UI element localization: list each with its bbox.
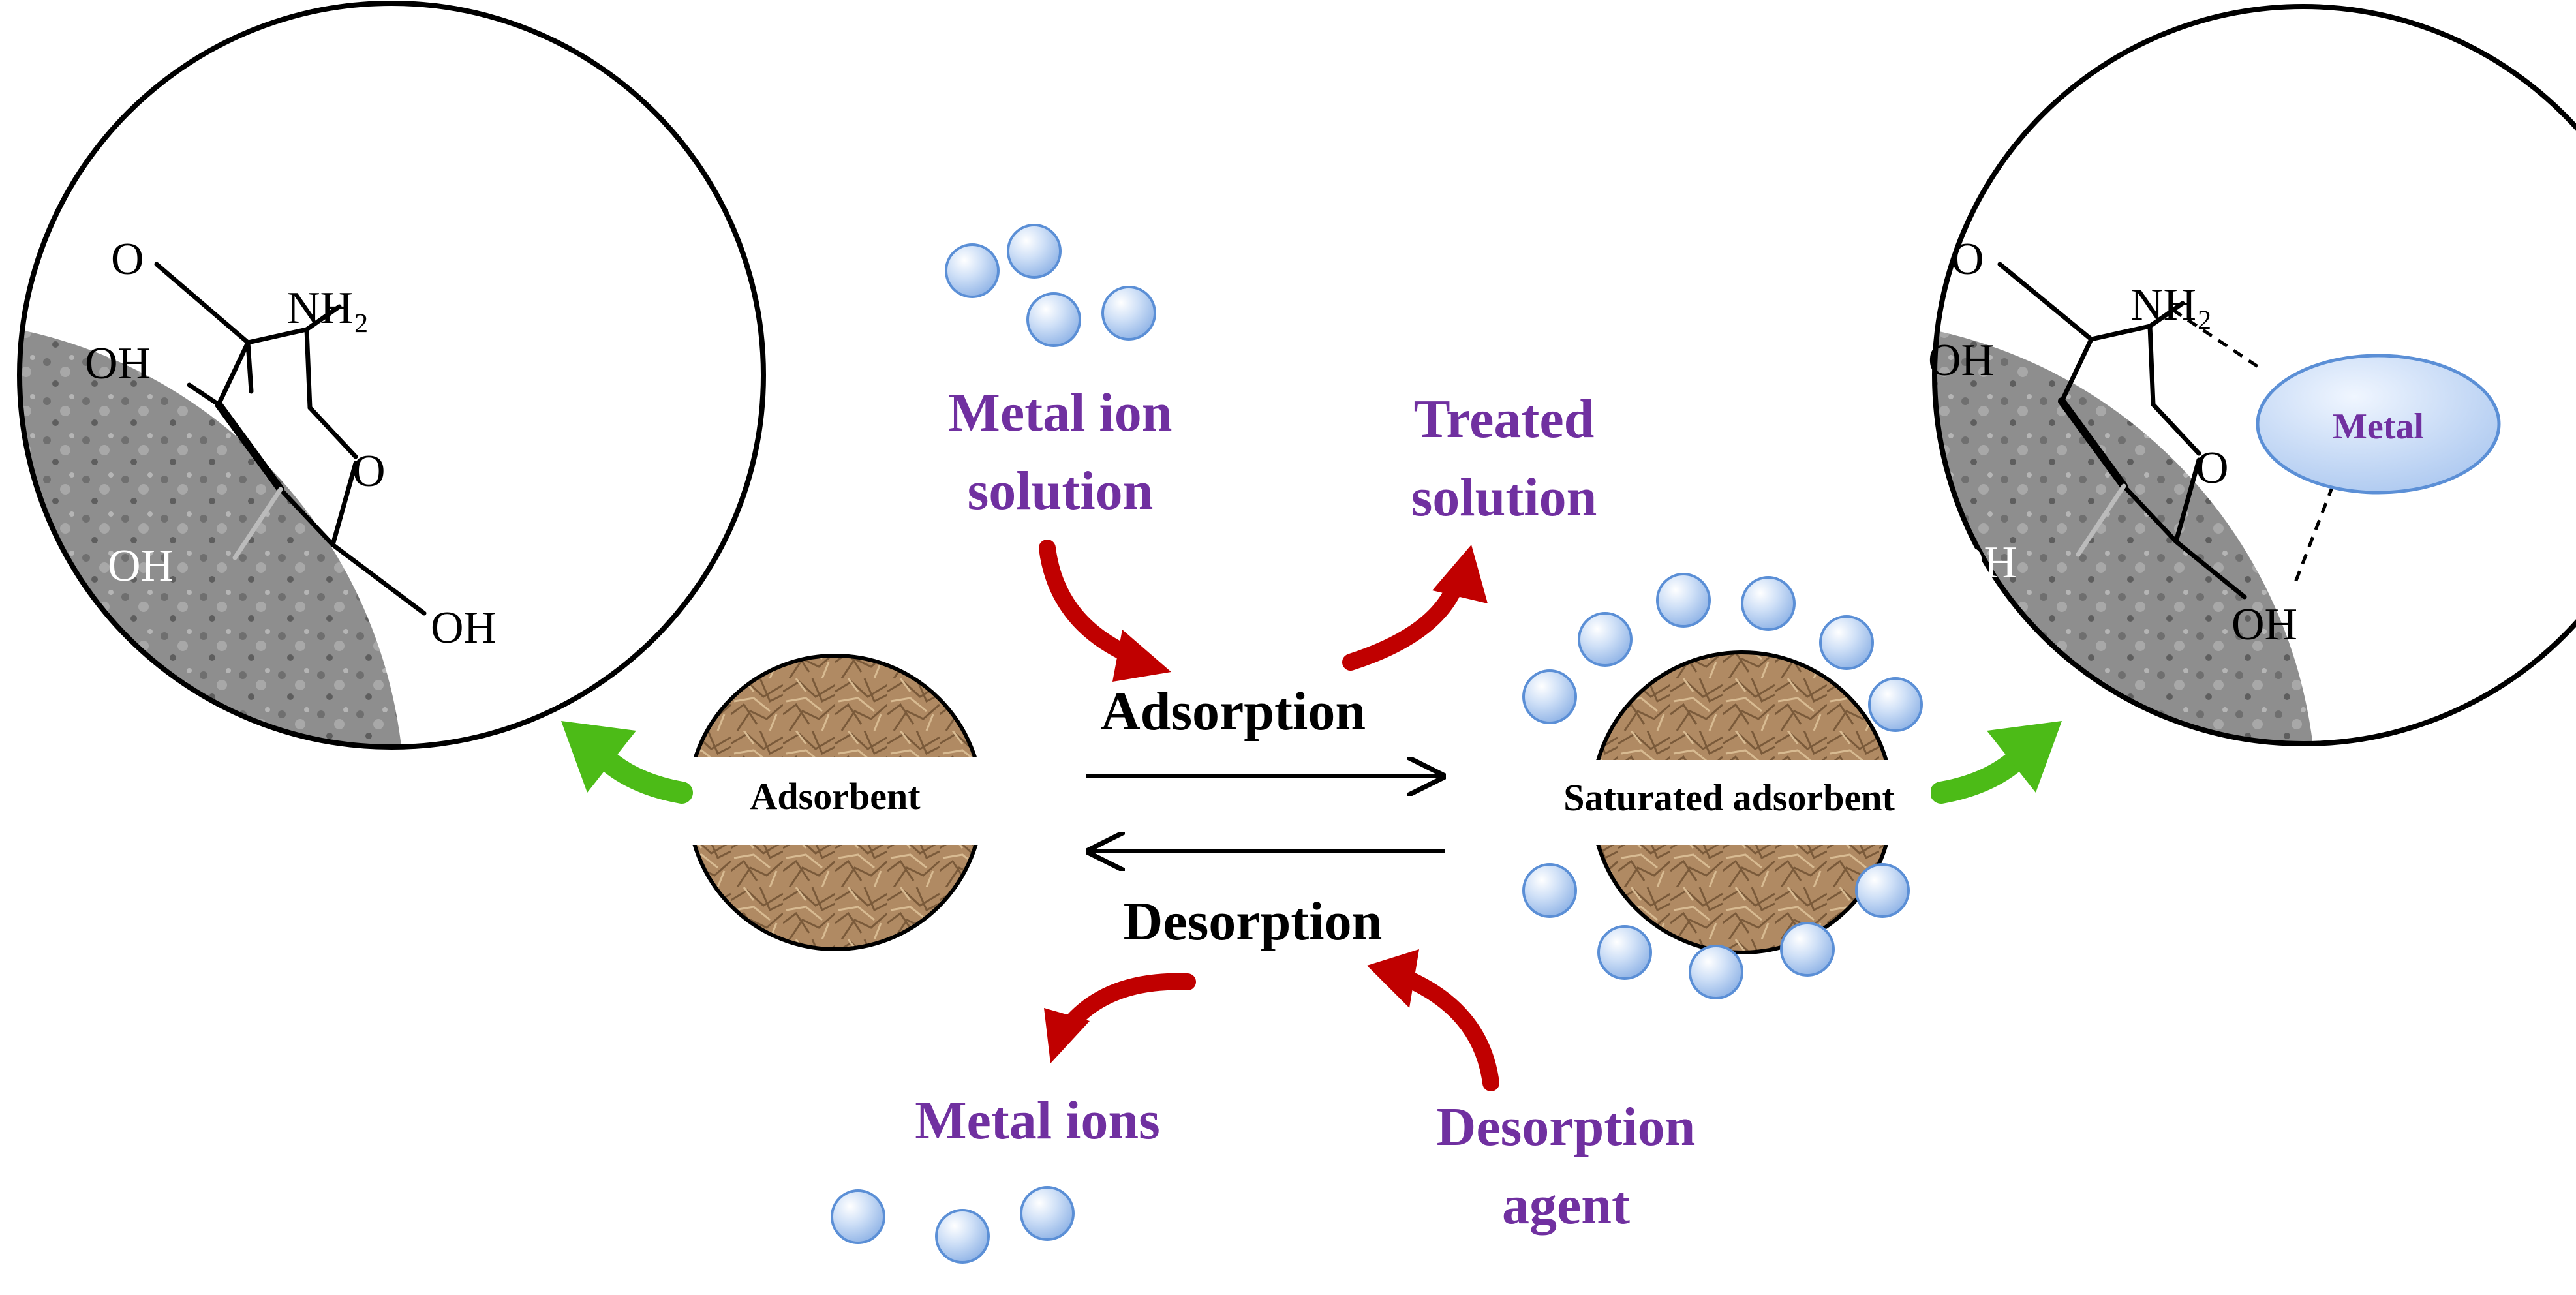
ion [1101,286,1156,341]
desorption-label: Desorption [1124,891,1383,952]
treated-solution-label-2: solution [1411,467,1597,528]
left-nh2-label: NH₂ [287,283,369,333]
ion [1522,863,1577,918]
right-nh2-label: NH₂ [2130,280,2213,330]
released-metal-ions [831,1186,1075,1264]
ion [1578,612,1633,667]
desorption-agent-label-2: agent [1502,1175,1630,1236]
left-magnifier: O NH₂ OH O OH OH [17,1,766,750]
ion [1819,615,1874,670]
ion [935,1209,990,1264]
metal-ion-solution-label-1: Metal ion [949,382,1173,443]
right-magnifier: Metal O NH₂ OH O OH OH [1928,4,2576,746]
right-oh-ch2-label: OH [1951,538,2017,588]
left-molecule [154,262,427,616]
left-o-ring-label: O [352,446,386,496]
right-molecule [1997,262,2247,600]
right-surface-texture [1935,320,2316,744]
left-surface-texture [20,320,405,747]
right-oh-right-label: OH [2231,600,2297,650]
ion [1868,677,1923,732]
adsorption-label: Adsorption [1101,681,1366,742]
arrow-desorption-agent-in [1367,949,1499,1091]
right-o-ring-label: O [2196,443,2229,493]
right-o-top-label: O [1951,234,1984,284]
ion [1780,922,1835,977]
arrow-metal-ions-out [1044,973,1196,1063]
ion [1007,224,1062,279]
adsorbent-label: Adsorbent [750,775,921,817]
left-oh-left-label: OH [85,339,151,389]
left-o-top-label: O [111,234,144,284]
green-arrow-left [561,721,693,804]
ion [945,243,1000,298]
treated-solution-label-1: Treated [1414,389,1595,449]
ion [1522,669,1577,724]
saturated-adsorbent-label: Saturated adsorbent [1563,776,1895,819]
right-circle-border [1932,4,2576,746]
ion [831,1189,885,1244]
desorption-agent-label-1: Desorption [1437,1097,1696,1157]
arrow-metal-ion-in [1039,540,1171,682]
saturated-adsorbent-ions [1522,573,1923,999]
green-arrow-right [1930,721,2062,804]
ion [1689,945,1743,999]
adsorbent-particle: Adsorbent [685,654,985,951]
metal-label: Metal [2333,406,2424,447]
ion [1741,576,1796,631]
right-oh-left-label: OH [1928,335,1994,386]
metal-ion-solution-label-2: solution [968,461,1154,521]
ion [1656,573,1711,628]
left-oh-ch2-label: OH [108,541,174,591]
ion [1026,292,1081,347]
metal-ellipse [2256,354,2501,495]
ion [1597,925,1652,980]
left-oh-right-label: OH [431,603,497,653]
arrow-treated-out [1342,545,1488,671]
ion [1855,863,1910,918]
metal-ion-solution-ions [945,224,1156,347]
left-circle-border [17,1,766,750]
metal-ions-label: Metal ions [915,1090,1160,1151]
ion [1020,1186,1075,1241]
